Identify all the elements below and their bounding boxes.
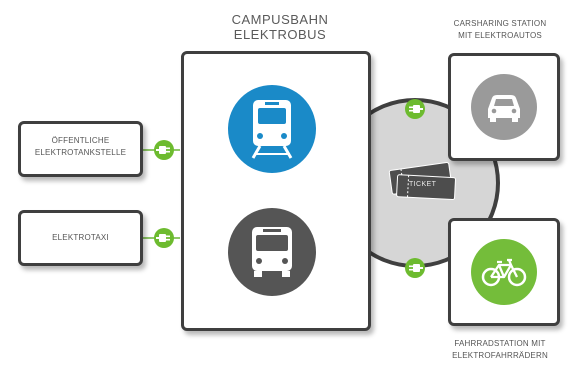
- plug-icon: [154, 228, 174, 248]
- plug-icon: [405, 99, 425, 119]
- carsharing-line2: MIT ELEKTROAUTOS: [458, 31, 542, 40]
- bicycle-icon: [470, 238, 538, 306]
- center-title-line2: ELEKTROBUS: [233, 27, 327, 42]
- plug-icon: [405, 258, 425, 278]
- center-title: CAMPUSBAHN ELEKTROBUS: [185, 12, 375, 42]
- plug-icon: [154, 140, 174, 160]
- bike-station-line2: ELEKTROFAHRRÄDERN: [452, 351, 548, 360]
- electrotaxi-box: [18, 210, 143, 266]
- ticket-icon: TICKET: [387, 160, 459, 204]
- bike-station-line1: FAHRRADSTATION MIT: [454, 339, 546, 348]
- train-icon: [227, 84, 317, 174]
- ticket-label: TICKET: [409, 181, 437, 188]
- bike-station-label: FAHRRADSTATION MIT ELEKTROFAHRRÄDERN: [430, 338, 570, 362]
- carsharing-label: CARSHARING STATION MIT ELEKTROAUTOS: [430, 18, 570, 42]
- charging-station-line1: ÖFFENTLICHE: [51, 136, 110, 145]
- electrotaxi-label: ELEKTROTAXI: [18, 232, 143, 244]
- electrotaxi-line1: ELEKTROTAXI: [52, 233, 109, 242]
- charging-station-box: [18, 121, 143, 177]
- charging-station-line2: ELEKTROTANKSTELLE: [34, 148, 127, 157]
- carsharing-line1: CARSHARING STATION: [453, 19, 547, 28]
- bus-icon: [227, 207, 317, 297]
- center-title-line1: CAMPUSBAHN: [231, 12, 329, 27]
- charging-station-label: ÖFFENTLICHE ELEKTROTANKSTELLE: [18, 135, 143, 159]
- car-icon: [470, 73, 538, 141]
